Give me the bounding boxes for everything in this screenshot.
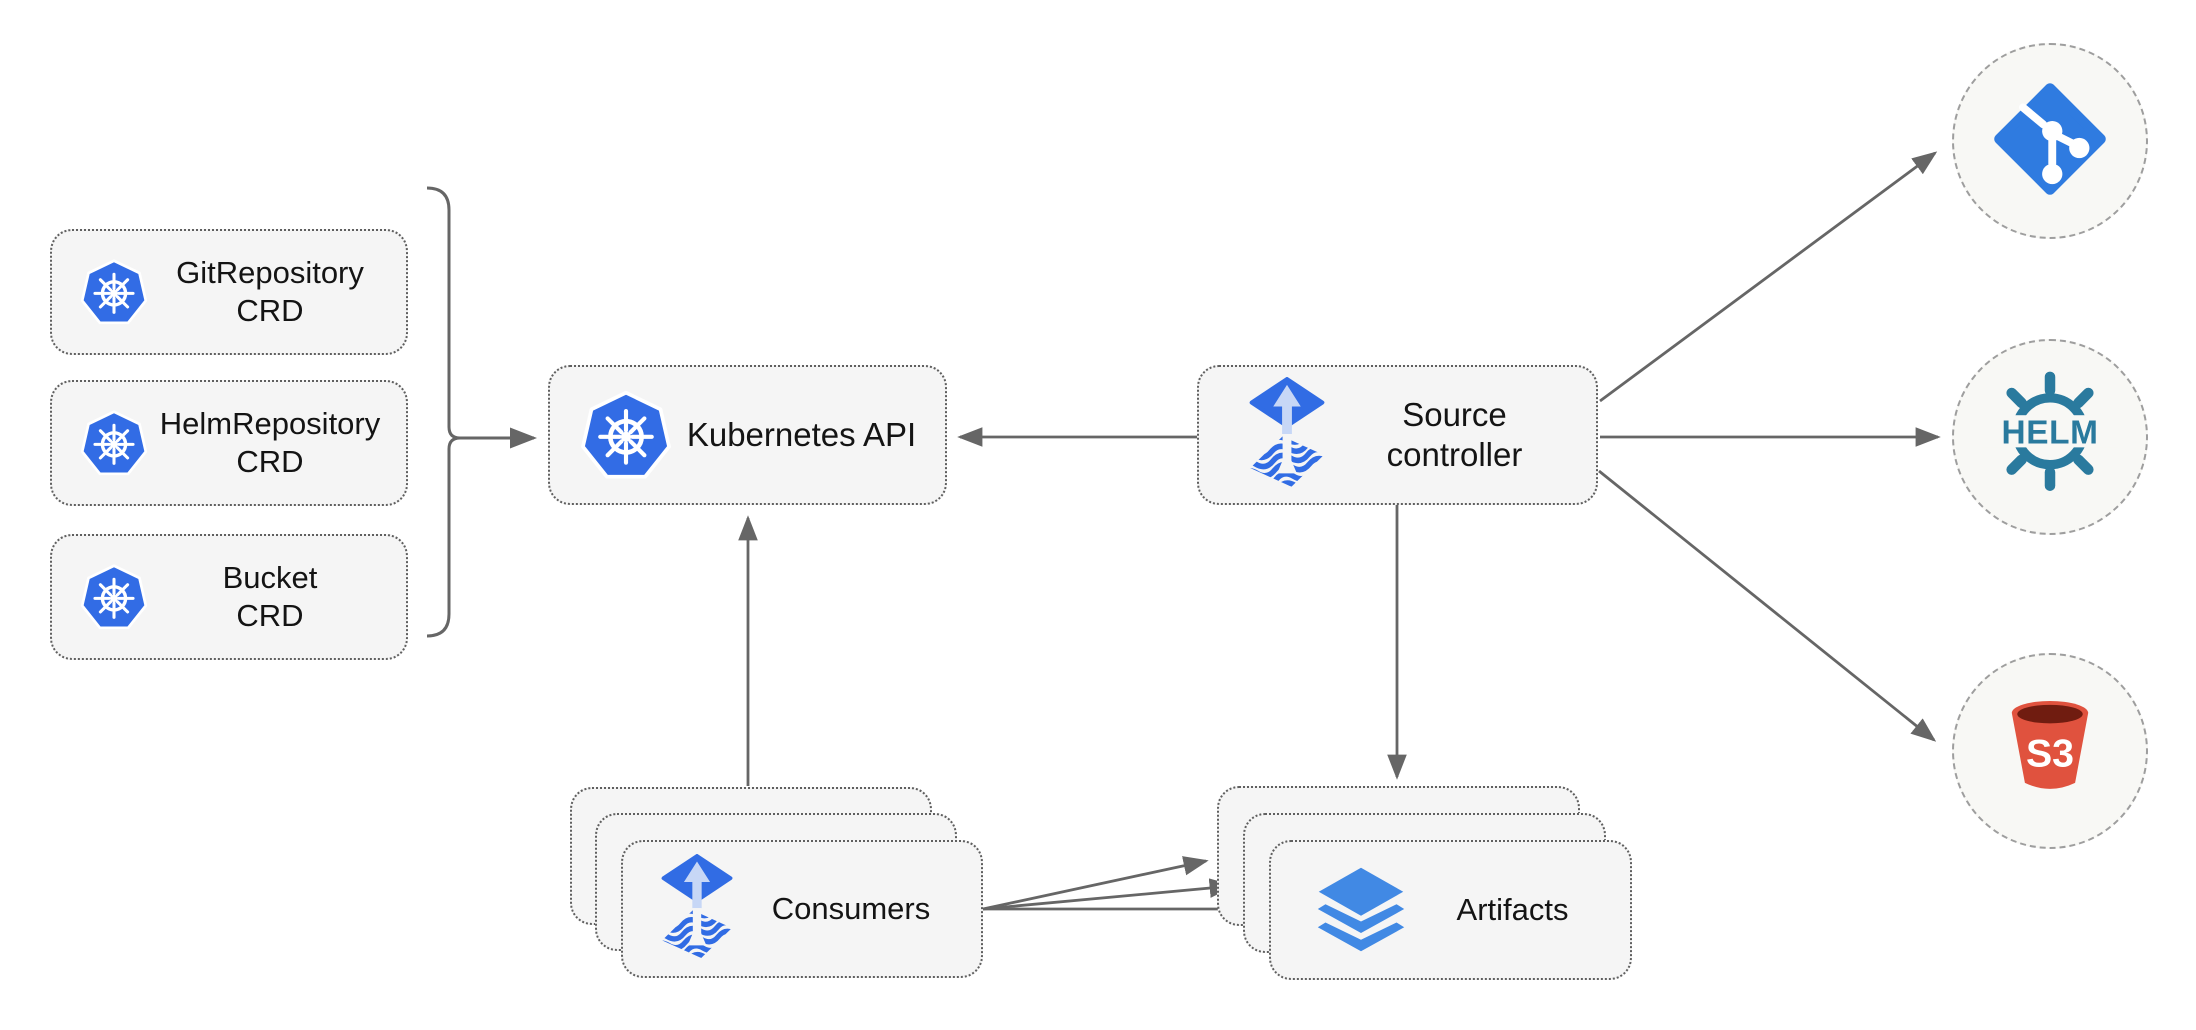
kubernetes-icon bbox=[80, 563, 148, 631]
external-helm-circle: HELM bbox=[1952, 339, 2148, 535]
arrow-source-to-s3 bbox=[1598, 469, 1937, 742]
crd-grouping-bracket-bottom bbox=[426, 436, 461, 638]
helm-label: HELM bbox=[2001, 414, 2098, 451]
arrow-consumers-to-artifacts-1 bbox=[982, 856, 1209, 911]
kubernetes-icon bbox=[80, 409, 148, 477]
external-git-circle bbox=[1952, 43, 2148, 239]
node-label: Artifacts bbox=[1456, 892, 1569, 928]
layers-icon bbox=[1313, 862, 1409, 958]
node-label: Kubernetes API bbox=[686, 415, 917, 453]
crd-grouping-bracket-top bbox=[426, 186, 537, 449]
node-label: Consumers bbox=[771, 891, 931, 927]
external-s3-circle: S3 bbox=[1952, 653, 2148, 849]
node-kubernetes-api: Kubernetes API bbox=[548, 365, 947, 505]
kubernetes-icon bbox=[580, 389, 672, 481]
kubernetes-icon bbox=[80, 258, 148, 326]
node-consumers: Consumers bbox=[621, 840, 983, 978]
flux-icon bbox=[1247, 377, 1327, 493]
arrow-source-to-git bbox=[1599, 151, 1938, 403]
node-artifacts: Artifacts bbox=[1269, 840, 1632, 980]
helm-icon: HELM bbox=[1979, 367, 2121, 508]
s3-bucket-icon: S3 bbox=[1990, 689, 2110, 814]
s3-label: S3 bbox=[2026, 731, 2074, 775]
arrow-consumers-to-artifacts-2 bbox=[982, 878, 1235, 911]
git-icon bbox=[1988, 77, 2112, 206]
flux-icon bbox=[659, 854, 735, 964]
